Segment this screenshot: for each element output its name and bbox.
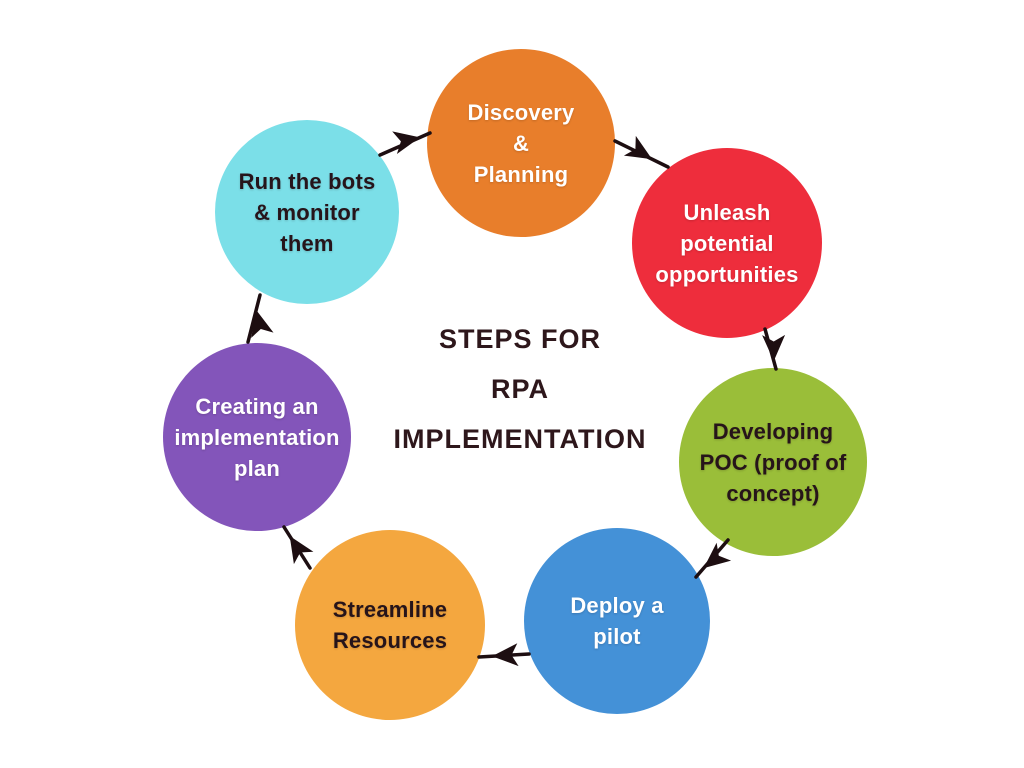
arrowhead-icon [762, 334, 786, 361]
arrowhead-icon [289, 536, 314, 565]
step-circle-unleash-potential-opportunities: Unleash potential opportunities [632, 148, 822, 338]
arrowhead-icon [703, 542, 732, 569]
step-label-streamline-resources: Streamline Resources [332, 597, 448, 653]
arrowhead-icon [392, 131, 420, 154]
flow-arrow-unleash-potential-opportunities-to-developing-poc [762, 327, 786, 371]
step-label-developing-poc: Developing POC (proof of concept) [699, 418, 847, 506]
step-circle-run-the-bots-and-monitor-them: Run the bots & monitor them [215, 120, 399, 304]
flow-arrow-developing-poc-to-deploy-a-pilot [694, 538, 732, 579]
arrowhead-icon [251, 310, 274, 338]
flow-arrow-deploy-a-pilot-to-streamline-resources [477, 643, 531, 667]
step-label-creating-an-implementation-plan: Creating an implementation plan [174, 393, 340, 481]
step-circle-discovery-planning: Discovery & Planning [427, 49, 615, 237]
step-label-deploy-a-pilot: Deploy a pilot [570, 593, 664, 649]
step-label-discovery-planning: Discovery & Planning [467, 99, 575, 187]
step-label-unleash-potential-opportunities: Unleash potential opportunities [655, 199, 799, 287]
arrowhead-icon [623, 135, 653, 160]
step-circle-deploy-a-pilot: Deploy a pilot [524, 528, 710, 714]
step-label-run-the-bots-and-monitor-them: Run the bots & monitor them [238, 168, 376, 256]
diagram-title: STEPS FOR RPA IMPLEMENTATION [393, 324, 647, 454]
flow-arrow-streamline-resources-to-creating-an-implementation-plan [282, 525, 314, 570]
flow-arrow-creating-an-implementation-plan-to-run-the-bots-and-monitor-them [246, 293, 274, 344]
flow-arrow-discovery-planning-to-unleash-potential-opportunities [613, 135, 670, 169]
step-circle-streamline-resources: Streamline Resources [295, 530, 485, 720]
arrowhead-icon [492, 643, 519, 667]
step-circle-creating-an-implementation-plan: Creating an implementation plan [163, 343, 351, 531]
step-circle-developing-poc: Developing POC (proof of concept) [679, 368, 867, 556]
flow-arrow-run-the-bots-and-monitor-them-to-discovery-planning [378, 131, 432, 157]
